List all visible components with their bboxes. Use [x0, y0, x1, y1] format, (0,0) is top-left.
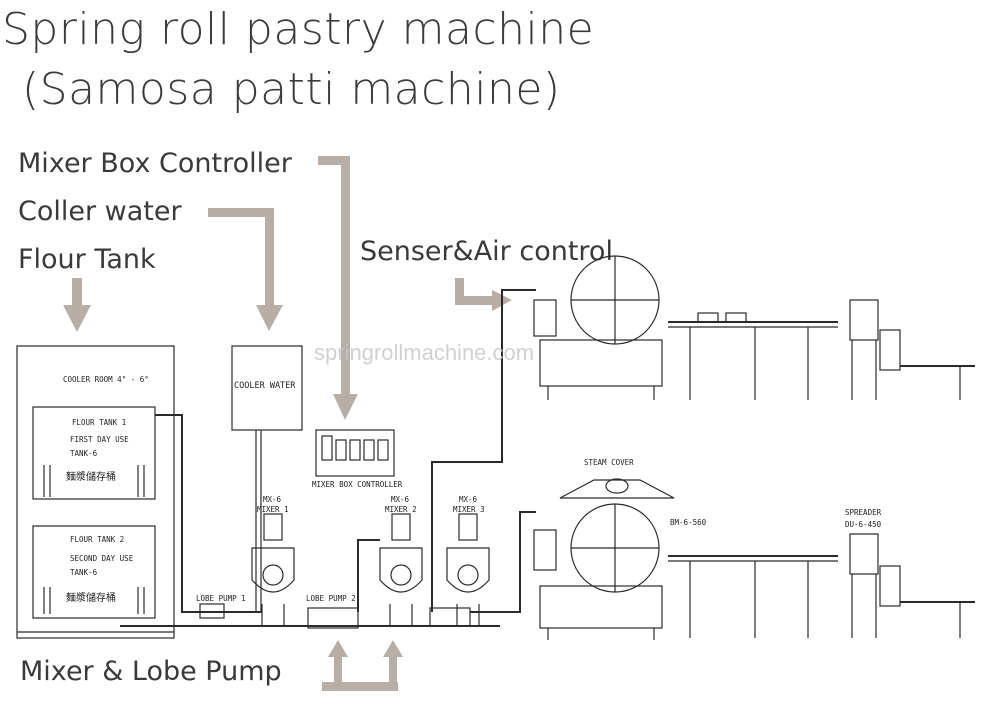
steam-cover [559, 479, 675, 499]
label-chinese-b: 麵漿儲存桶 [66, 591, 116, 604]
flour-tank-1 [32, 406, 156, 500]
arrow-flour-tank [63, 278, 91, 332]
flour-tank-2 [32, 525, 156, 619]
watermark: springrollmachine.com [314, 340, 535, 365]
title-line-1: Spring roll pastry machine [2, 4, 595, 55]
lobe-pump-2 [307, 607, 359, 629]
label-lobe-pump-2: LOBE PUMP 2 [306, 594, 356, 603]
label-tank-6-a: TANK-6 [70, 449, 98, 458]
callout-sensor-air-control: Senser&Air control [360, 236, 613, 267]
label-mixer-1: MIXER 1 [257, 505, 289, 514]
arrow-cooler-water [208, 208, 283, 331]
callout-mixer-lobe-pump: Mixer & Lobe Pump [20, 656, 282, 687]
mixer-box-controller-unit [315, 429, 395, 477]
label-chinese-a: 麵漿儲存桶 [66, 470, 116, 483]
callout-flour-tank: Flour Tank [18, 244, 156, 275]
callout-mixer-box-controller: Mixer Box Controller [18, 148, 292, 179]
cooler-room [16, 345, 175, 639]
callout-cooler-water: Coller water [18, 196, 182, 227]
label-lobe-pump-1: LOBE PUMP 1 [196, 594, 246, 603]
lobe-pump-1 [199, 603, 225, 619]
label-mx-6-2: MX-6 [391, 495, 410, 504]
title-line-2: (Samosa patti machine) [22, 64, 561, 115]
mixer-2 [379, 513, 423, 626]
label-second-day-use: SECOND DAY USE [70, 554, 134, 563]
label-mixer-3: MIXER 3 [453, 505, 485, 514]
label-spreader: SPREADER [845, 508, 882, 517]
mixer-3 [446, 513, 490, 626]
mixer-1 [251, 513, 295, 626]
label-mixer-box-controller: MIXER BOX CONTROLLER [312, 480, 403, 489]
arrow-mixer-lobe-pump [322, 640, 403, 691]
label-mixer-2: MIXER 2 [385, 505, 417, 514]
arrow-sensor-air-control [455, 278, 512, 311]
label-flour-tank-1: FLOUR TANK 1 [72, 418, 126, 427]
label-steam-cover: STEAM COVER [584, 458, 634, 467]
cooler-water-box [231, 345, 303, 431]
label-tank-6-b: TANK-6 [70, 568, 98, 577]
label-mx-6-3: MX-6 [459, 495, 478, 504]
label-cooler-room: COOLER ROOM 4° - 6° [63, 375, 149, 384]
label-first-day-use: FIRST DAY USE [70, 435, 129, 444]
label-flour-tank-2: FLOUR TANK 2 [70, 535, 124, 544]
label-du-6-450: DU-6-450 [845, 520, 882, 529]
arrow-mixer-box-controller [318, 156, 358, 420]
label-bm-6-560: BM-6-560 [670, 518, 707, 527]
label-mx-6-1: MX-6 [263, 495, 282, 504]
label-cooler-water-box: COOLER WATER [234, 381, 296, 391]
